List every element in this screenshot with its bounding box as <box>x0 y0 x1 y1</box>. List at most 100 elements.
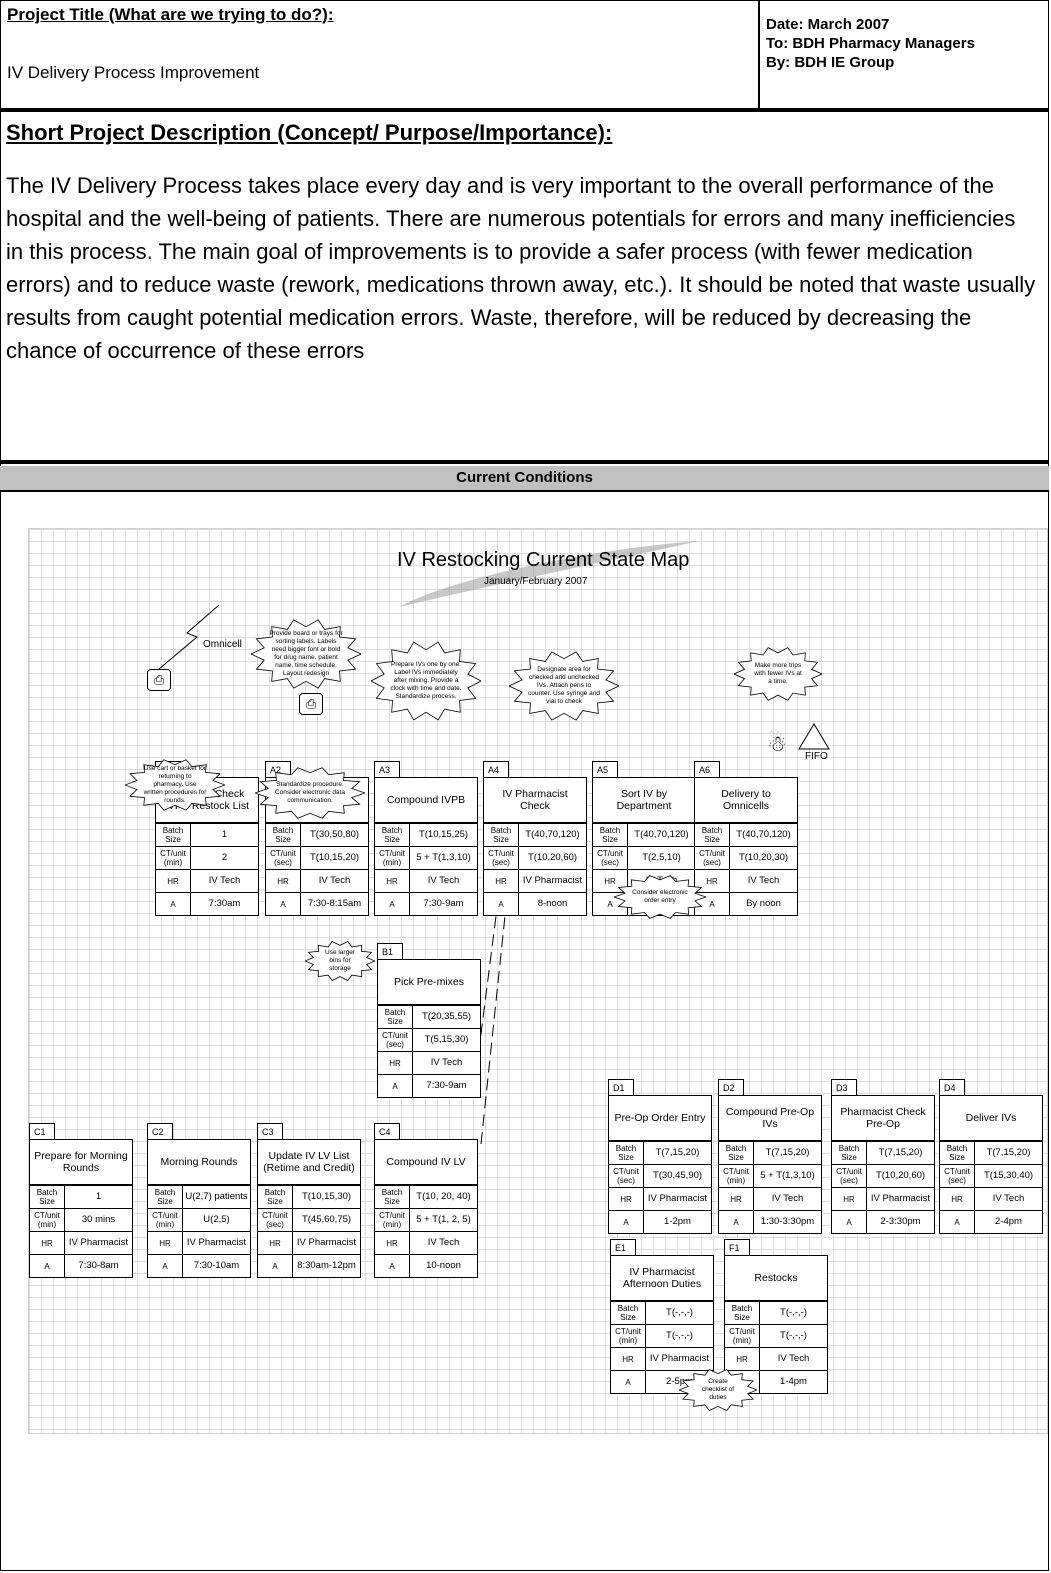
batch-size-key: Batch Size <box>147 1185 183 1209</box>
cycle-time-value: 30 mins <box>64 1208 133 1232</box>
kaizen-burst: Designate area for checked and unchecked… <box>508 651 620 721</box>
batch-size-value: T(10,15,25) <box>409 823 478 847</box>
availability-value: 7:30-10am <box>182 1254 251 1278</box>
burst-text: Designate area for checked and unchecked… <box>528 666 600 705</box>
kaizen-burst: Prepare IVs one by one. Label IVs immedi… <box>370 641 482 721</box>
availability-value: 1-2pm <box>643 1210 712 1234</box>
availability-value: 2-4pm <box>974 1210 1043 1234</box>
cycle-time-key: CT/unit (min) <box>610 1324 646 1348</box>
fifo-label: FIFO <box>805 751 828 762</box>
kaizen-burst: Make more trips with fewer IVs at a time… <box>733 647 823 701</box>
burst-text: Prepare IVs one by one. Label IVs immedi… <box>390 661 462 700</box>
process-id: A5 <box>592 761 618 777</box>
hr-key: HR <box>831 1187 867 1211</box>
process-name: Compound IV LV <box>374 1139 478 1185</box>
availability-key: A <box>29 1254 65 1278</box>
hr-key: HR <box>155 869 191 893</box>
operator-icon: ☃ <box>767 731 787 756</box>
process-id: B1 <box>377 943 403 959</box>
batch-size-key: Batch Size <box>610 1301 646 1325</box>
hr-value: IV Pharmacist <box>866 1187 935 1211</box>
availability-value: By noon <box>729 892 798 916</box>
project-title-cell: Project Title (What are we trying to do?… <box>1 1 758 109</box>
cycle-time-value: 2 <box>190 846 259 870</box>
process-id: C3 <box>257 1123 283 1139</box>
burst-shape <box>123 759 227 811</box>
burst-shape <box>733 647 823 701</box>
hr-value: IV Pharmacist <box>643 1187 712 1211</box>
current-state-map: IV Restocking Current State Map January/… <box>28 528 1048 1434</box>
batch-size-value: T(7,15,20) <box>753 1141 822 1165</box>
kaizen-burst: Use larger bins for storage <box>303 940 377 982</box>
batch-size-value: T(7,15,20) <box>866 1141 935 1165</box>
process-id: D4 <box>939 1079 965 1095</box>
printer-icon: ⎙ <box>147 669 171 691</box>
burst-shape <box>250 619 362 689</box>
process-name: Delivery to Omnicells <box>694 777 798 823</box>
process-name: Update IV LV List (Retime and Credit) <box>257 1139 361 1185</box>
cycle-time-key: CT/unit (min) <box>374 1208 410 1232</box>
cycle-time-key: CT/unit (min) <box>147 1208 183 1232</box>
hr-key: HR <box>718 1187 754 1211</box>
hr-key: HR <box>265 869 301 893</box>
hr-value: IV Tech <box>753 1187 822 1211</box>
process-name: Compound IVPB <box>374 777 478 823</box>
cycle-time-key: CT/unit (sec) <box>592 846 628 870</box>
batch-size-value: T(40,70,120) <box>729 823 798 847</box>
batch-size-value: T(7,15,20) <box>643 1141 712 1165</box>
cycle-time-key: CT/unit (min) <box>724 1324 760 1348</box>
availability-key: A <box>257 1254 293 1278</box>
hr-value: IV Tech <box>300 869 369 893</box>
availability-key: A <box>718 1210 754 1234</box>
burst-shape <box>508 651 620 721</box>
process-id: C2 <box>147 1123 173 1139</box>
cycle-time-value: T(10,20,60) <box>866 1164 935 1188</box>
burst-shape <box>303 940 377 982</box>
process-id: F1 <box>724 1239 750 1255</box>
cycle-time-value: T(45,60,75) <box>292 1208 361 1232</box>
hr-key: HR <box>29 1231 65 1255</box>
project-meta-cell: Date: March 2007 To: BDH Pharmacy Manage… <box>758 1 1048 109</box>
batch-size-value: T(30,50,80) <box>300 823 369 847</box>
batch-size-key: Batch Size <box>265 823 301 847</box>
process-id: D2 <box>718 1079 744 1095</box>
cycle-time-key: CT/unit (min) <box>374 846 410 870</box>
hr-key: HR <box>724 1347 760 1371</box>
batch-size-key: Batch Size <box>718 1141 754 1165</box>
process-name: Morning Rounds <box>147 1139 251 1185</box>
kaizen-burst: Use cart or basket for returning to phar… <box>123 759 227 811</box>
title-swoosh <box>399 541 699 607</box>
cycle-time-key: CT/unit (sec) <box>377 1028 413 1052</box>
batch-size-value: T(-,-,-) <box>759 1301 828 1325</box>
hr-key: HR <box>257 1231 293 1255</box>
availability-value: 10-noon <box>409 1254 478 1278</box>
batch-size-key: Batch Size <box>831 1141 867 1165</box>
hr-value: IV Pharmacist <box>518 869 587 893</box>
hr-value: IV Tech <box>729 869 798 893</box>
process-id: D3 <box>831 1079 857 1095</box>
availability-key: A <box>483 892 519 916</box>
batch-size-key: Batch Size <box>377 1005 413 1029</box>
current-conditions-bar: Current Conditions <box>0 466 1049 492</box>
omnicell-label: Omnicell <box>203 639 242 650</box>
batch-size-key: Batch Size <box>939 1141 975 1165</box>
batch-size-value: T(20,35,55) <box>412 1005 481 1029</box>
cycle-time-value: 5 + T(1,3,10) <box>409 846 478 870</box>
process-name: Compound Pre-Op IVs <box>718 1095 822 1141</box>
batch-size-value: U(2,7) patients <box>182 1185 251 1209</box>
hr-value: IV Pharmacist <box>645 1347 714 1371</box>
process-name: Pick Pre-mixes <box>377 959 481 1005</box>
description-heading: Short Project Description (Concept/ Purp… <box>6 120 613 145</box>
